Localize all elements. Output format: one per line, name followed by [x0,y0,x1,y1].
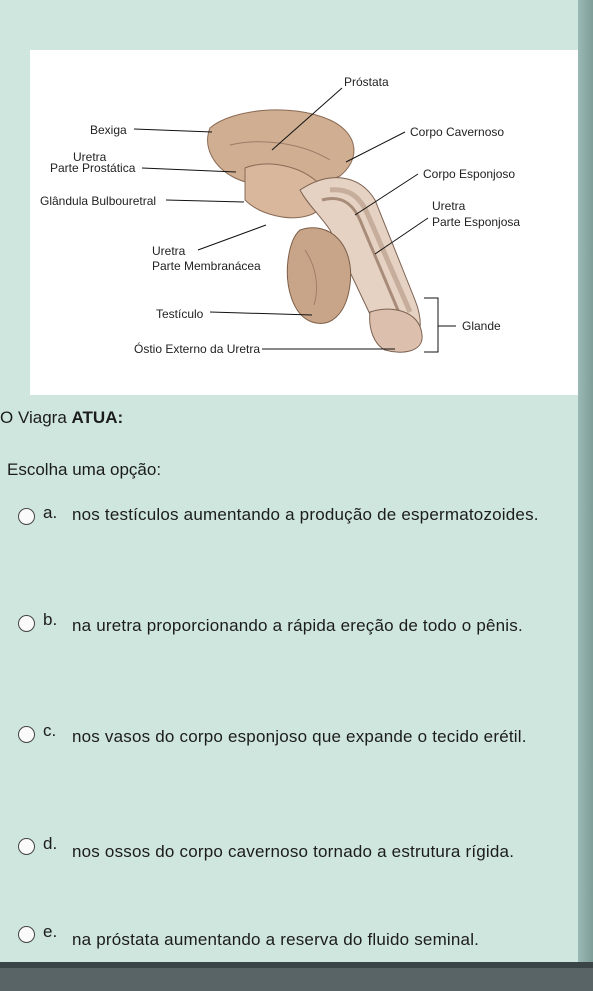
question-emphasis: ATUA: [71,408,124,427]
label-corpo-esponjoso: Corpo Esponjoso [423,167,516,181]
option-letter-c: c. [43,721,57,740]
radio-b[interactable] [18,615,35,632]
label-uretra-membranacea-1: Uretra [152,244,186,258]
screen: Próstata Bexiga Uretra Parte Prostática … [0,50,578,960]
option-d[interactable]: d. nos ossos do corpo cavernoso tornado … [0,832,578,882]
screen-bezel-bottom [0,962,593,991]
label-bexiga: Bexiga [90,123,127,137]
label-ostio-externo: Óstio Externo da Uretra [134,342,261,356]
label-prostata: Próstata [344,75,389,89]
question-text: O Viagra ATUA: [0,408,123,428]
anatomy-diagram: Próstata Bexiga Uretra Parte Prostática … [30,50,578,395]
label-uretra-esponjosa-1: Uretra [432,199,466,213]
radio-c[interactable] [18,726,35,743]
label-parte-membranacea: Parte Membranácea [152,259,261,273]
anatomy-drawing [133,87,456,353]
option-text-a: nos testículos aumentando a produção de … [72,505,539,524]
choose-prompt: Escolha uma opção: [7,460,162,479]
option-text-d: nos ossos do corpo cavernoso tornado a e… [72,842,515,861]
label-parte-esponjosa: Parte Esponjosa [432,215,521,229]
option-b[interactable]: b. na uretra proporcionando a rápida ere… [0,605,578,685]
option-letter-e: e. [43,922,58,941]
label-uretra-prostatica-1: Uretra [73,150,107,164]
radio-e[interactable] [18,926,35,943]
screen-bezel-right [578,0,593,968]
option-c[interactable]: c. nos vasos do corpo esponjoso que expa… [0,718,578,798]
option-letter-a: a. [43,503,58,522]
label-parte-prostatica: Parte Prostática [50,161,136,175]
radio-d[interactable] [18,838,35,855]
option-text-c: nos vasos do corpo esponjoso que expande… [72,727,527,746]
label-corpo-cavernoso: Corpo Cavernoso [410,125,505,139]
radio-a[interactable] [18,508,35,525]
label-glande: Glande [462,319,501,333]
label-testiculo: Testículo [156,307,204,321]
option-a[interactable]: a. nos testículos aumentando a produção … [0,498,578,578]
option-letter-b: b. [43,610,58,629]
option-text-b: na uretra proporcionando a rápida ereção… [72,616,523,635]
option-e[interactable]: e. na próstata aumentando a reserva do f… [0,920,578,960]
option-letter-d: d. [43,834,58,853]
question-prefix: O Viagra [0,408,72,427]
label-glandula-bulbouretral: Glândula Bulbouretral [40,194,157,208]
option-text-e: na próstata aumentando a reserva do flui… [72,930,480,949]
